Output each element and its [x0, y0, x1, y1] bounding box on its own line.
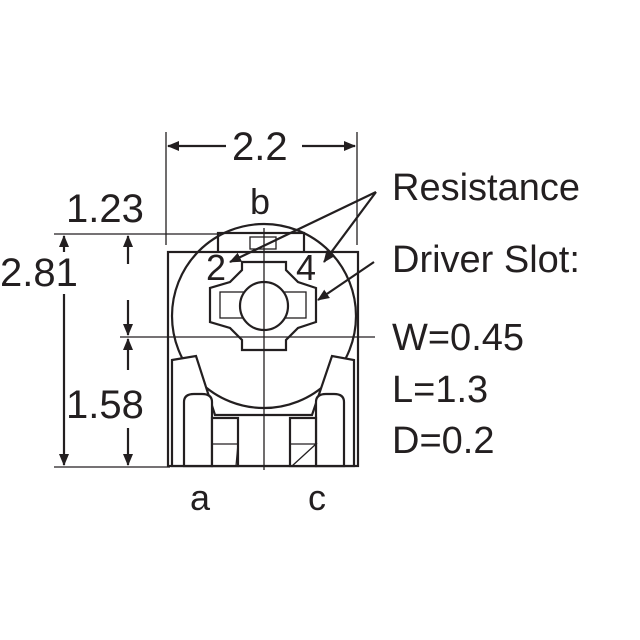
dim-lower-height-label: 1.58	[66, 383, 144, 427]
component-body	[166, 222, 360, 468]
resistance-label: Resistance	[392, 167, 580, 209]
dimension-heights	[54, 233, 218, 468]
dimension-width	[165, 132, 358, 245]
terminal-a-label: a	[190, 477, 211, 518]
dim-total-height-label: 2.81	[0, 251, 78, 295]
dim-width-label: 2.2	[232, 125, 288, 169]
resistance-pin-2-label: 2	[206, 247, 226, 288]
resistance-pin-4-label: 4	[296, 247, 316, 288]
driver-slot-title: Driver Slot:	[392, 239, 580, 281]
dim-left-offset-label: 1.23	[66, 187, 144, 231]
terminal-c-label: c	[308, 477, 326, 518]
driver-slot-w: W=0.45	[392, 317, 524, 359]
resistance-leaders	[229, 191, 377, 301]
driver-slot-d: D=0.2	[392, 420, 494, 462]
center-lines	[120, 228, 375, 470]
driver-slot-l: L=1.3	[392, 369, 488, 411]
terminal-b-label: b	[250, 181, 270, 222]
